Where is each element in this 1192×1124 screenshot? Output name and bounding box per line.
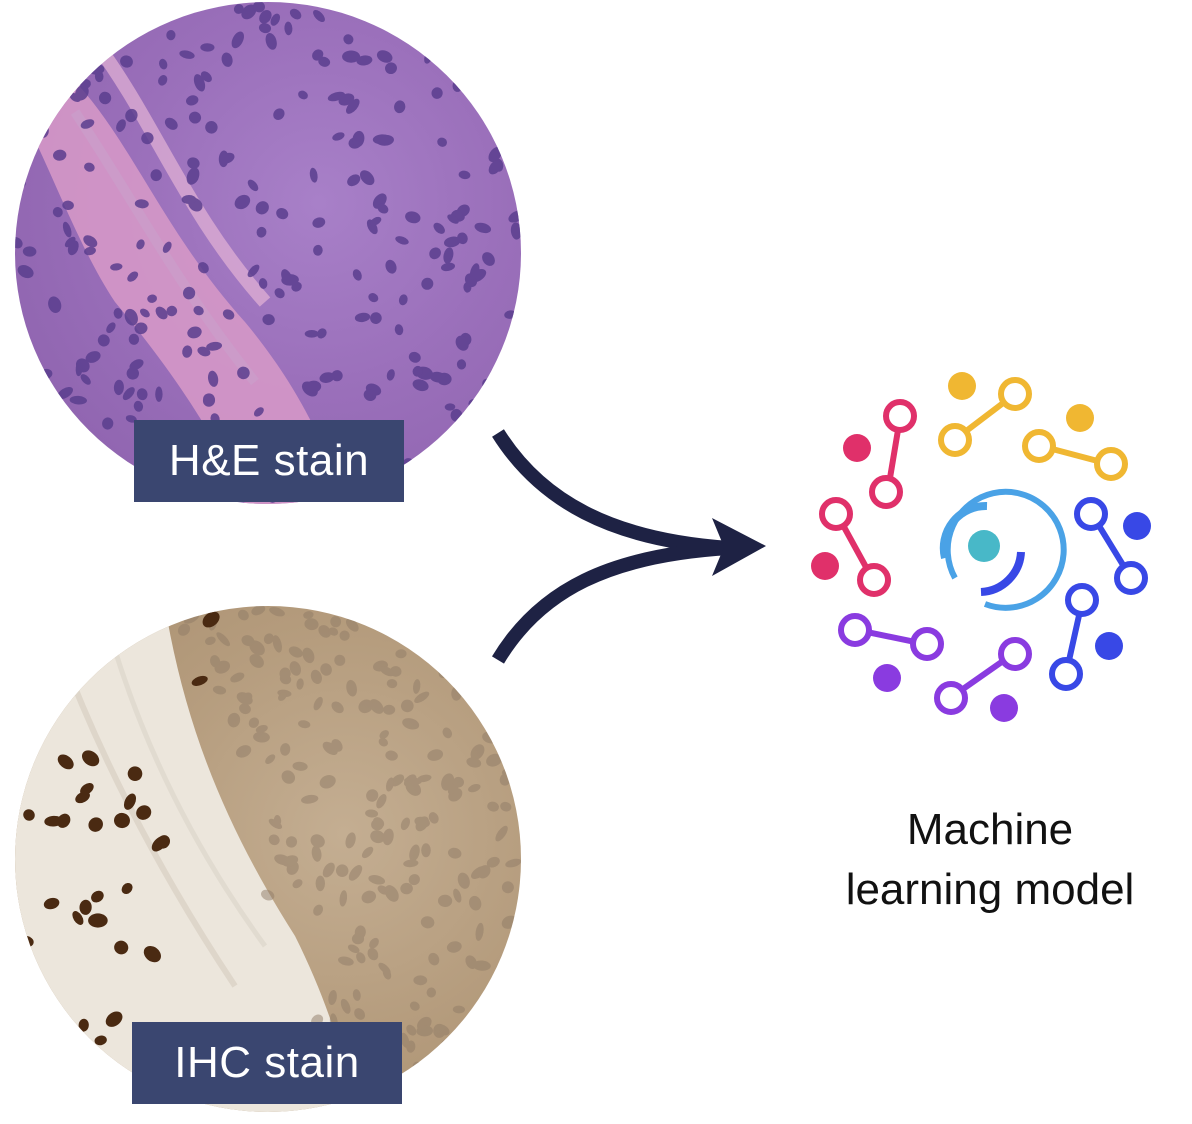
dot-pink-1: [843, 434, 871, 462]
he-stain-label: H&E stain: [134, 420, 404, 502]
arrow-upper-curve: [498, 433, 730, 548]
dot-yellow-2: [1066, 404, 1094, 432]
node-pink-4: [860, 566, 888, 594]
node-yellow-2: [1001, 380, 1029, 408]
node-pink-2: [872, 478, 900, 506]
node-purple-4: [1001, 640, 1029, 668]
node-blue-3: [1068, 586, 1096, 614]
ml-label-line2: learning model: [790, 860, 1190, 920]
arrow-lower-curve: [498, 548, 730, 660]
ml-model-label: Machine learning model: [790, 800, 1190, 920]
node-blue-4: [1052, 660, 1080, 688]
center-dot: [968, 530, 1000, 562]
dot-purple-1: [873, 664, 901, 692]
node-purple-3: [937, 684, 965, 712]
arrow-head: [712, 518, 766, 576]
node-pink-3: [822, 500, 850, 528]
node-yellow-1: [941, 426, 969, 454]
node-blue-2: [1117, 564, 1145, 592]
node-blue-1: [1077, 500, 1105, 528]
dot-blue-1: [1123, 512, 1151, 540]
node-yellow-3: [1025, 432, 1053, 460]
node-yellow-4: [1097, 450, 1125, 478]
dot-pink-2: [811, 552, 839, 580]
node-purple-1: [841, 616, 869, 644]
dot-purple-2: [990, 694, 1018, 722]
ml-label-line1: Machine: [790, 800, 1190, 860]
ml-model-icon: [795, 360, 1175, 740]
node-pink-1: [886, 402, 914, 430]
dot-yellow-1: [948, 372, 976, 400]
ihc-stain-label: IHC stain: [132, 1022, 402, 1104]
node-purple-2: [913, 630, 941, 658]
dot-blue-2: [1095, 632, 1123, 660]
